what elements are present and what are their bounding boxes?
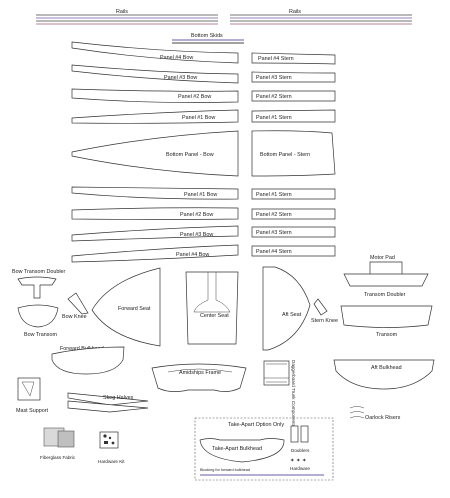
rails-right-label: Rails xyxy=(289,9,301,15)
panel2-bow-bot: Panel #2 Bow xyxy=(71,207,239,220)
take-apart-option-box: Take-Apart Option Only Doublers Take-Apa… xyxy=(194,417,334,481)
panel1-stern-bot: Panel #1 Stern xyxy=(251,188,336,200)
panel4-stern-bot-label: Panel #4 Stern xyxy=(256,249,292,255)
skeg-halves: Skeg Halves xyxy=(67,392,149,413)
oarlock-risers-label: Oarlock Risers xyxy=(365,415,401,421)
panel2-bow-top-label: Panel #2 Bow xyxy=(178,94,211,100)
bow-transom: Bow Transom xyxy=(17,304,59,338)
rails-left: Rails xyxy=(36,9,218,25)
panel2-stern-bot-label: Panel #2 Stern xyxy=(256,212,292,218)
panel1-bow-top: Panel #1 Bow xyxy=(71,109,239,124)
center-seat: Center Seat xyxy=(185,271,239,345)
blocking-label: Blocking for forward bulkhead xyxy=(200,468,250,472)
aft-seat: Aft Seat xyxy=(262,266,311,351)
hardware-label: Hardware xyxy=(290,466,310,471)
mast-support: Mast Support xyxy=(16,377,49,414)
panel3-stern-top: Panel #3 Stern xyxy=(251,71,336,83)
bottom-panel-bow-label: Bottom Panel - Bow xyxy=(166,152,214,158)
panel3-bow-bot: Panel #3 Bow xyxy=(71,225,239,242)
bow-knee: Bow Knee xyxy=(62,292,89,320)
panel3-bow-bot-label: Panel #3 Bow xyxy=(180,232,213,238)
panel4-stern-top-label: Panel #4 Stern xyxy=(258,56,294,62)
panel2-stern-bot: Panel #2 Stern xyxy=(251,208,336,220)
bow-knee-label: Bow Knee xyxy=(62,314,87,320)
take-apart-option-label: Take-Apart Option Only xyxy=(228,422,284,428)
stern-knee-label: Stern Knee xyxy=(311,318,338,324)
stern-knee: Stern Knee xyxy=(311,298,338,324)
daggerboard-trunk-label: Daggerboard Trunk Components xyxy=(291,360,296,428)
bottom-skids-label: Bottom Skids xyxy=(191,33,223,39)
motor-pad-label: Motor Pad xyxy=(370,255,395,261)
hardware-kit-label: Hardware Kit xyxy=(98,459,125,464)
panel2-bow-top: Panel #2 Bow xyxy=(71,88,239,103)
aft-bulkhead: Aft Bulkhead xyxy=(333,359,435,390)
panel1-stern-top: Panel #1 Stern xyxy=(251,109,336,123)
panel4-bow-top: Panel #4 Bow xyxy=(71,41,239,64)
panel4-bow-top-label: Panel #4 Bow xyxy=(160,55,193,61)
bottom-panel-stern: Bottom Panel - Stern xyxy=(251,130,336,177)
panel2-bow-bot-label: Panel #2 Bow xyxy=(180,212,213,218)
panel2-stern-top-label: Panel #2 Stern xyxy=(256,94,292,100)
forward-seat: Forward Seat xyxy=(91,267,161,347)
amidships-frame: Amidships Frame xyxy=(151,363,247,392)
fiberglass-fabric-label: Fiberglass Fabric xyxy=(40,455,76,460)
rails-right: Rails xyxy=(230,9,412,25)
daggerboard-trunk: Daggerboard Trunk Components xyxy=(263,360,296,428)
rails-left-label: Rails xyxy=(116,9,128,15)
aft-bulkhead-label: Aft Bulkhead xyxy=(371,365,402,371)
panel3-bow-top: Panel #3 Bow xyxy=(71,64,239,84)
panel1-bow-bot-label: Panel #1 Bow xyxy=(184,192,217,198)
hardware-kit: Hardware Kit xyxy=(98,431,125,464)
bottom-panel-bow: Bottom Panel - Bow xyxy=(71,130,239,177)
bottom-skids: Bottom Skids xyxy=(172,33,244,44)
forward-bulkhead: Forward Bulkhead xyxy=(51,346,125,375)
panel4-stern-top: Panel #4 Stern xyxy=(251,52,336,65)
panel4-bow-bot-label: Panel #4 Bow xyxy=(176,252,209,258)
amidships-frame-label: Amidships Frame xyxy=(179,370,221,376)
fiberglass-fabric: Fiberglass Fabric xyxy=(40,427,76,460)
transom-doubler: Transom Doubler xyxy=(343,273,429,298)
center-seat-label: Center Seat xyxy=(200,313,229,319)
mast-support-label: Mast Support xyxy=(16,408,49,414)
bow-transom-doubler-label: Bow Transom Doubler xyxy=(12,269,66,275)
panel3-stern-top-label: Panel #3 Stern xyxy=(256,75,292,81)
hardware-glyphs: ✶ ✶ ✶ xyxy=(290,458,307,464)
panel4-stern-bot: Panel #4 Stern xyxy=(251,245,336,257)
doublers-label: Doublers xyxy=(291,448,310,453)
forward-seat-label: Forward Seat xyxy=(118,306,151,312)
panel1-bow-top-label: Panel #1 Bow xyxy=(182,115,215,121)
panel2-stern-top: Panel #2 Stern xyxy=(251,90,336,102)
oarlock-risers: Oarlock Risers xyxy=(349,406,401,421)
bow-transom-label: Bow Transom xyxy=(24,332,57,338)
panel3-stern-bot-label: Panel #3 Stern xyxy=(256,230,292,236)
panel3-bow-top-label: Panel #3 Bow xyxy=(164,75,197,81)
transom-doubler-label: Transom Doubler xyxy=(364,292,406,298)
bottom-panel-stern-label: Bottom Panel - Stern xyxy=(260,152,310,158)
aft-seat-label: Aft Seat xyxy=(282,312,302,318)
transom: Transom xyxy=(340,305,433,338)
panel4-bow-bot: Panel #4 Bow xyxy=(71,244,239,263)
skeg-halves-label: Skeg Halves xyxy=(103,395,134,401)
panel1-bow-bot: Panel #1 Bow xyxy=(71,186,239,200)
transom-label: Transom xyxy=(376,332,398,338)
take-apart-bulkhead-label: Take-Apart Bulkhead xyxy=(212,446,262,452)
panel1-stern-top-label: Panel #1 Stern xyxy=(256,115,292,121)
bow-transom-doubler: Bow Transom Doubler xyxy=(12,269,66,299)
panel3-stern-bot: Panel #3 Stern xyxy=(251,226,336,238)
panel1-stern-bot-label: Panel #1 Stern xyxy=(256,192,292,198)
